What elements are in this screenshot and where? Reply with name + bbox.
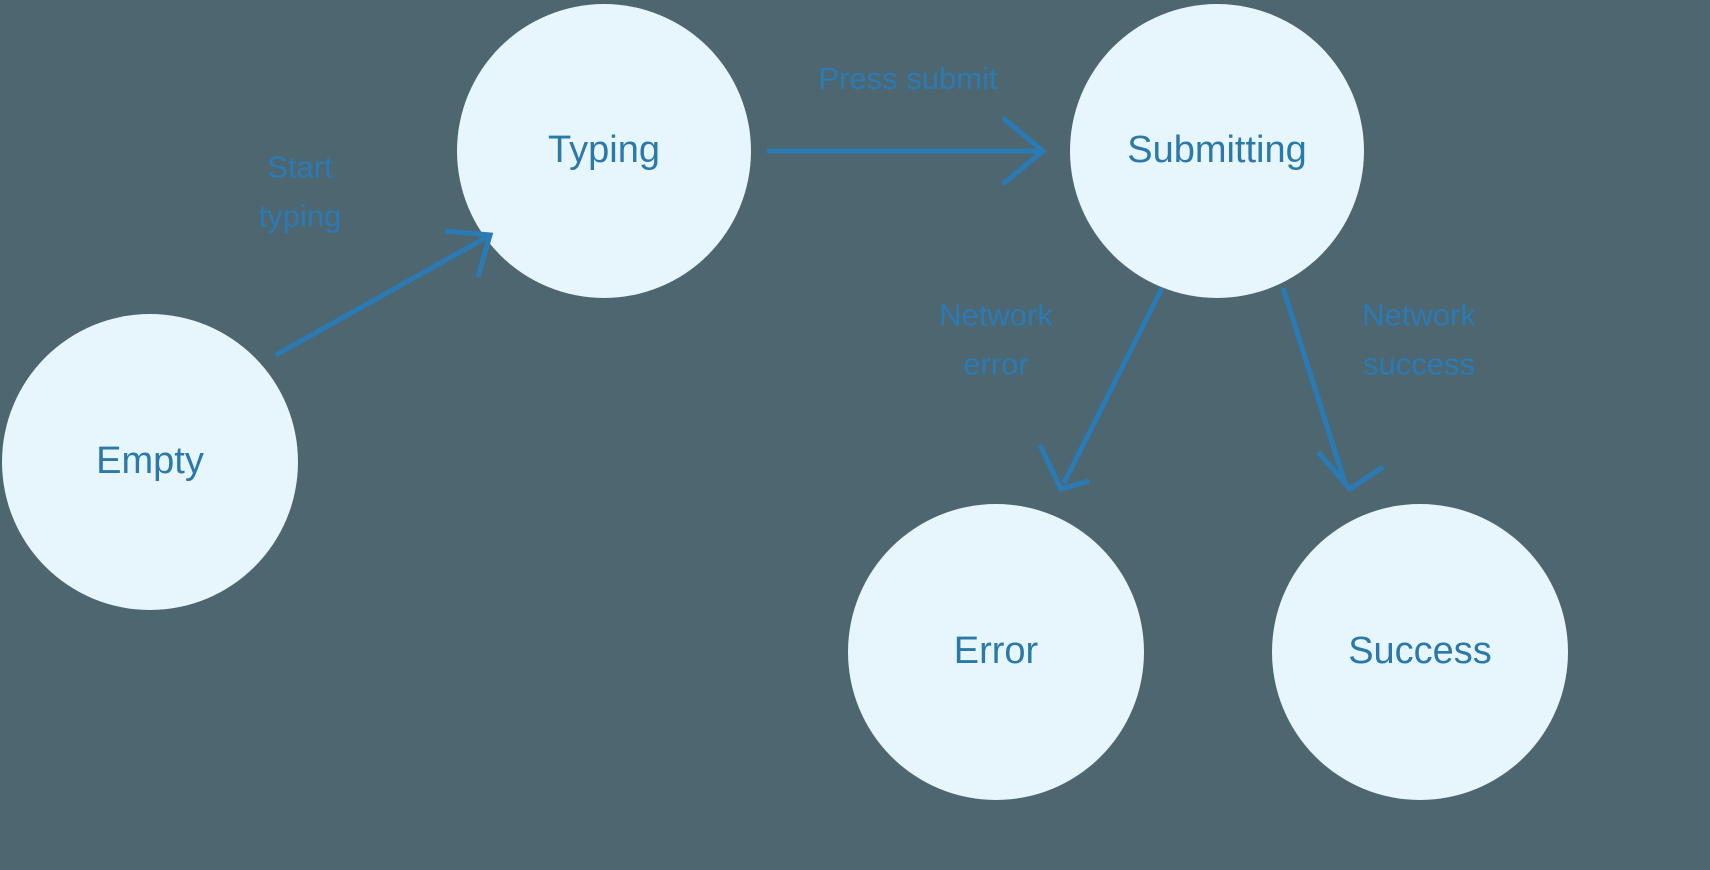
- transition-label-line: Press submit: [818, 61, 998, 96]
- state-node-empty[interactable]: Empty: [2, 314, 298, 610]
- state-node-error[interactable]: Error: [848, 504, 1144, 800]
- transition-line-submitting-to-success: [1280, 287, 1348, 484]
- state-node-submitting[interactable]: Submitting: [1070, 4, 1364, 298]
- transition-label-line: Network: [939, 298, 1053, 333]
- state-node-circle-submitting[interactable]: [1070, 4, 1364, 298]
- arrowhead-icon-submitting-to-success: [1316, 450, 1385, 493]
- transition-submitting-to-error[interactable]: [1037, 286, 1165, 492]
- edges-layer: [274, 116, 1385, 493]
- transition-label-empty-to-typing: Start typing: [259, 150, 342, 234]
- state-node-label-submitting: Submitting: [1127, 129, 1307, 171]
- transition-empty-to-typing[interactable]: [274, 228, 494, 358]
- arrowhead-icon-empty-to-typing: [444, 228, 494, 278]
- state-node-circle-error[interactable]: [848, 504, 1144, 800]
- transition-line-empty-to-typing: [274, 234, 489, 358]
- transition-label-line: typing: [259, 199, 342, 234]
- transition-typing-to-submitting[interactable]: [767, 116, 1047, 186]
- state-node-circle-typing[interactable]: [457, 4, 751, 298]
- transition-label-submitting-to-success: Network success: [1362, 298, 1476, 382]
- state-node-label-success: Success: [1348, 630, 1492, 672]
- transition-label-line: error: [963, 347, 1028, 382]
- transition-label-typing-to-submitting: Press submit: [818, 61, 998, 96]
- state-node-label-error: Error: [954, 630, 1039, 672]
- state-node-circle-success[interactable]: [1272, 504, 1568, 800]
- transition-submitting-to-success[interactable]: [1280, 287, 1385, 493]
- transition-label-submitting-to-error: Network error: [939, 298, 1053, 382]
- state-node-label-empty: Empty: [96, 440, 204, 482]
- state-node-circle-empty[interactable]: [2, 314, 298, 610]
- state-node-success[interactable]: Success: [1272, 504, 1568, 800]
- arrowhead-icon-typing-to-submitting: [1001, 116, 1047, 186]
- state-node-typing[interactable]: Typing: [457, 4, 751, 298]
- transition-label-line: Start: [267, 150, 333, 185]
- arrowhead-icon-submitting-to-error: [1037, 443, 1090, 492]
- transition-label-line: Network: [1362, 298, 1476, 333]
- state-node-label-typing: Typing: [548, 129, 660, 171]
- transition-label-line: success: [1363, 347, 1475, 382]
- transition-line-submitting-to-error: [1061, 286, 1165, 485]
